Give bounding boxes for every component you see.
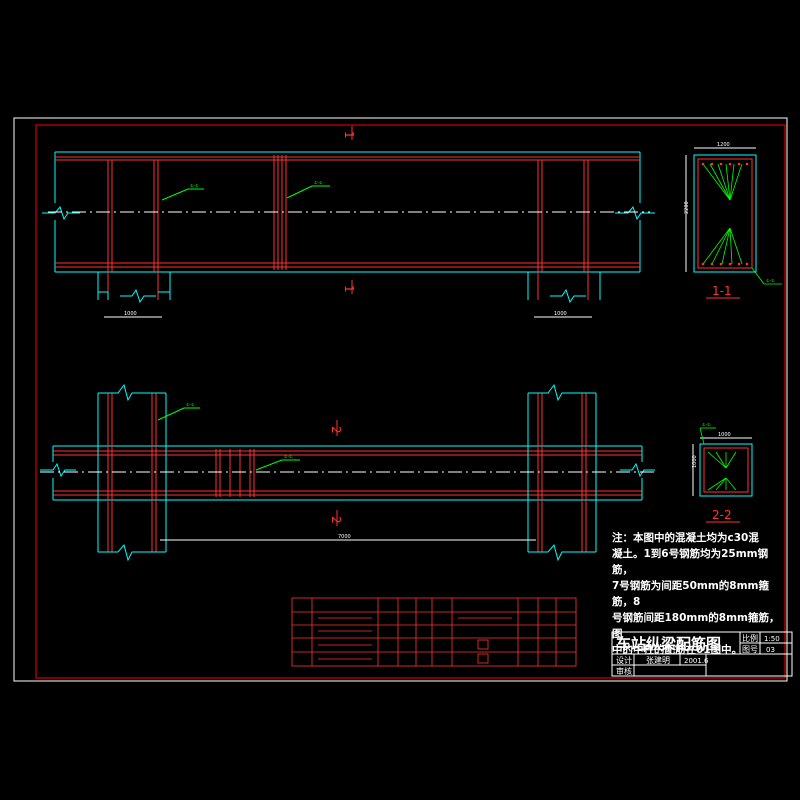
scale-value: 1:50 [764,635,780,643]
scale-label: 比例 [742,633,758,643]
section-2-marker-bottom: 2 [329,516,343,524]
title-block [611,631,793,677]
bottom-beam-elevation [40,383,655,562]
section-2-2 [692,427,753,523]
rebar-schedule-table [291,597,577,667]
rebar-callout-bottom-1: ①-① [186,402,195,407]
dim-sec2-height: 1000 [692,455,698,468]
review-label: 审核 [616,666,632,676]
sheet-label: 图号 [742,645,758,654]
section-1-marker-top: 1 [342,131,356,139]
drawing-notes: 注：本图中的混凝土均为c30混 凝土。1到6号钢筋均为25mm钢筋， 7号钢筋为… [612,530,788,658]
design-label: 设计 [616,655,632,665]
inner-frame [35,124,786,679]
dim-bottom-span: 7000 [338,534,351,540]
dim-sec1-height: 2200 [684,201,690,214]
section-1-marker-bottom: 1 [342,285,356,293]
note-line-2: 凝土。1到6号钢筋均为25mm钢筋， [612,548,769,576]
note-line-4: 号钢筋间距180mm的8mm箍筋，图 [612,612,780,640]
note-line-1: 注：本图中的混凝土均为c30混 [612,532,759,544]
sheet-value: 03 [766,646,775,654]
dim-top-right-column: 1000 [554,311,567,317]
rebar-callout-top-1: ①-① [190,183,199,188]
top-beam-elevation [42,126,655,318]
section-1-1-title: 1-1 [712,284,732,298]
section-2-marker-top: 2 [329,426,343,434]
dim-sec1-width: 1200 [717,142,730,148]
rebar-callout-sec1: ①-① [766,278,775,283]
design-name: 张建明 [646,655,670,665]
rebar-callout-sec2: ①-① [702,422,711,427]
dim-top-left-column: 1000 [124,311,137,317]
drawing-title: 车站纵梁配筋图 [616,635,721,653]
design-date: 2001.6 [684,657,709,665]
dim-sec2-width: 1000 [718,432,731,438]
rebar-callout-top-2: ①-① [314,180,323,185]
section-2-2-title: 2-2 [712,508,732,522]
rebar-callout-bottom-2: ①-① [284,454,293,459]
outer-frame [13,117,788,682]
section-1-1 [685,147,782,299]
note-line-3: 7号钢筋为间距50mm的8mm箍筋，8 [612,580,769,608]
note-line-5: 中的中柱的配筋在01图中。 [612,644,743,656]
